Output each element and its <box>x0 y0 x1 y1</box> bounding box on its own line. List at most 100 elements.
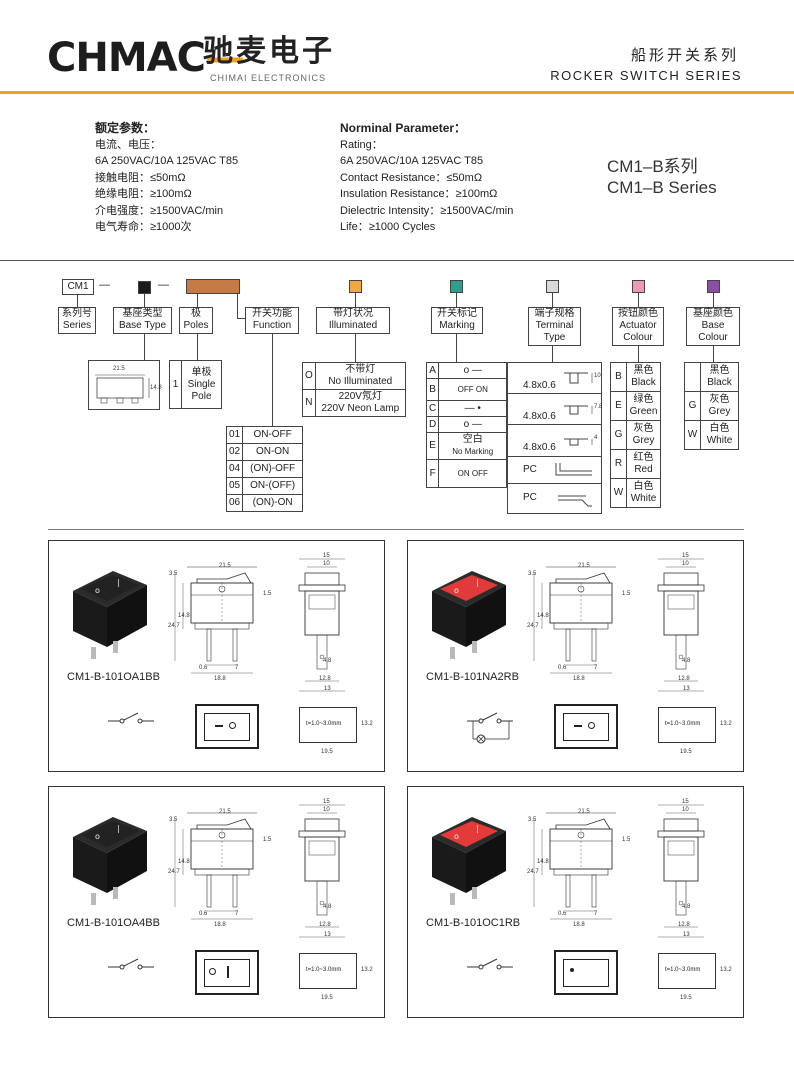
cutout-thickness: t=1.0~3.0mm <box>306 721 342 727</box>
marking-symbol: o — <box>438 362 508 379</box>
params-cn-line: 介电强度：≥1500VAC/min <box>95 204 224 217</box>
dim-side-base: 12.8 <box>319 922 331 928</box>
face-dash-mark <box>574 725 582 727</box>
model-number: CM1-B-101NA2RB <box>426 671 519 683</box>
switch-front-face <box>195 950 259 995</box>
illum-cn: 220V氖灯 <box>338 391 382 402</box>
label-poles-cn: 极 <box>191 308 201 319</box>
product-panel: o | CM1-B-101OC1RB 21.5 3.5 14.8 24.7 1.… <box>407 786 744 1018</box>
dim-top: 3.5 <box>169 571 178 577</box>
actuator-code: W <box>610 478 627 508</box>
base-type-swatch <box>138 281 151 294</box>
connector <box>237 318 245 319</box>
base-colour-en: White <box>706 435 733 446</box>
switch-photo: o | <box>432 571 506 659</box>
logo-wordmark: CHMAC <box>47 35 206 81</box>
marking-swatch <box>450 280 463 293</box>
brand-logo: CHMAC— <box>47 35 245 81</box>
panel-cutout: t=1.0~3.0mm <box>299 707 357 743</box>
poles-en: Pole <box>191 390 212 402</box>
dim-width: 21.5 <box>219 809 231 815</box>
terminal-table: 4.8x0.6 10 4.8x0.6 7.8 4.8x0.6 4 PC PC <box>507 362 602 514</box>
label-illum-cn: 带灯状况 <box>333 308 373 319</box>
params-en-line: Insulation Resistance：≥100mΩ <box>340 188 498 200</box>
switch-body-side <box>466 831 506 893</box>
connector <box>713 346 714 362</box>
dim-cutout-height: 13.2 <box>720 967 732 973</box>
base-colour-en: Grey <box>708 406 731 417</box>
dim-label: 4 <box>594 435 598 441</box>
product-panel: o | CM1-B-101NA2RB 21.5 3.5 14.8 24.7 1.… <box>407 540 744 772</box>
connector <box>197 294 198 307</box>
function-text: (ON)-OFF <box>242 460 304 478</box>
label-base-type: 基座类型 Base Type <box>113 307 172 334</box>
circuit-symbol <box>108 958 154 970</box>
side-dimension-drawing <box>298 558 346 692</box>
dim-side-width: 15 <box>682 799 689 805</box>
pole-function-swatch <box>186 279 240 294</box>
illum-en: 220V Neon Lamp <box>321 403 400 414</box>
dim-base: 18.8 <box>214 676 226 682</box>
dim-body-height: 14.8 <box>537 859 549 865</box>
section-divider <box>0 260 794 261</box>
dim-label: 7.8 <box>594 404 603 410</box>
marking-code: C <box>425 400 440 417</box>
dim-side-pin: 4.8 <box>682 658 691 664</box>
dim-side-pin: 4.8 <box>682 904 691 910</box>
switch-body-front <box>73 591 107 647</box>
dim-label: 21.5 <box>113 366 125 372</box>
label-marking: 开关标记 Marking <box>431 307 483 334</box>
dim-cutout-width: 19.5 <box>321 995 333 1001</box>
label-function-cn: 开关功能 <box>252 308 292 319</box>
dim-body-height: 14.8 <box>178 859 190 865</box>
switch-pin <box>472 887 477 899</box>
dim-side-total: 13 <box>324 686 331 692</box>
connector <box>272 334 273 426</box>
label-marking-en: Marking <box>439 320 475 331</box>
marking-code: E <box>425 432 440 460</box>
connector <box>144 294 145 307</box>
label-illuminated: 带灯状况 Illuminated <box>316 307 390 334</box>
connector <box>237 294 238 318</box>
marking-en: No Marking <box>452 447 494 456</box>
params-en-line: Contact Resistance：≤50mΩ <box>340 171 483 184</box>
label-actuator-en2: Colour <box>623 332 653 343</box>
connector <box>197 334 198 360</box>
logo-english-name: CHIMAI ELECTRONICS <box>210 73 327 83</box>
actuator-cn: 红色 <box>633 452 654 463</box>
connector <box>355 293 356 307</box>
rocker-mark: | <box>117 824 120 833</box>
marking-code: B <box>425 378 440 401</box>
dim-cutout-height: 13.2 <box>361 967 373 973</box>
terminal-row: 4.8x0.6 4 <box>508 425 601 457</box>
dim-side-total: 13 <box>324 932 331 938</box>
dim-base: 18.8 <box>573 676 585 682</box>
switch-front-face <box>195 704 259 749</box>
terminal-size: 4.8x0.6 <box>523 380 556 391</box>
switch-photo: o | <box>73 817 147 905</box>
series-name-cn: CM1–B系列 <box>607 157 698 176</box>
actuator-cn: 白色 <box>633 481 654 492</box>
marking-symbol: o — <box>438 416 508 433</box>
label-base-colour: 基座颜色 Base Colour <box>686 307 740 346</box>
model-number: CM1-B-101OA4BB <box>67 917 160 929</box>
side-dimension-drawing <box>657 804 705 938</box>
rocker-mark: | <box>117 578 120 587</box>
dim-base: 18.8 <box>573 922 585 928</box>
switch-photo: o | <box>73 571 147 659</box>
function-code: 02 <box>225 443 244 461</box>
switch-pin <box>91 647 96 659</box>
base-colour-swatch <box>707 280 720 293</box>
product-panel: o | CM1-B-101OA1BB 21.5 3.5 14.8 24.7 1.… <box>48 540 385 772</box>
dim-side-pin: 4.8 <box>323 904 332 910</box>
face-circle-mark <box>229 722 236 729</box>
label-series: 系列号 Series <box>58 307 96 334</box>
rocker-mark: o <box>95 832 100 841</box>
actuator-code: B <box>610 362 627 392</box>
dim-label: 10 <box>594 373 601 379</box>
actuator-swatch <box>632 280 645 293</box>
face-dash-mark <box>215 725 223 727</box>
dim-top: 3.5 <box>528 817 537 823</box>
